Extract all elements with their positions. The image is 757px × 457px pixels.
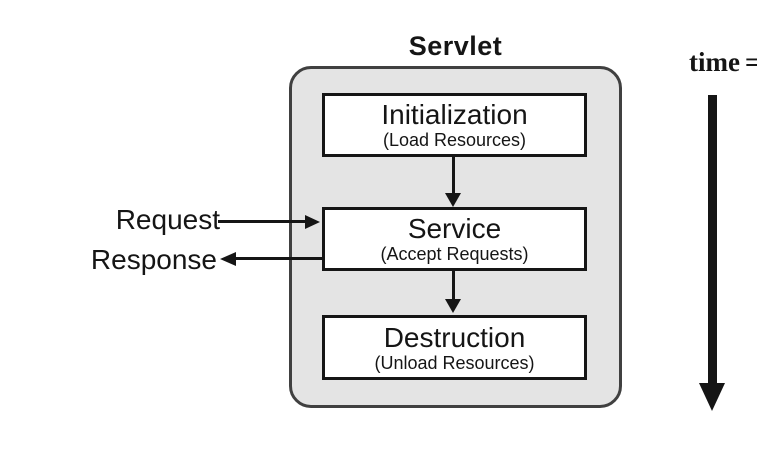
arrowhead-down-icon bbox=[445, 193, 461, 207]
stage-title-destruction: Destruction bbox=[383, 321, 526, 353]
flow-arrow-init-to-service-line bbox=[452, 156, 455, 194]
stage-subtitle-initialization: (Load Resources) bbox=[382, 130, 527, 150]
time-label-text: time bbox=[689, 47, 740, 77]
stage-subtitle-service: (Accept Requests) bbox=[380, 244, 529, 264]
stage-subtitle-destruction: (Unload Resources) bbox=[374, 352, 535, 373]
stage-box-destruction: Destruction (Unload Resources) bbox=[322, 315, 587, 380]
stage-title-initialization: Initialization bbox=[381, 99, 528, 130]
arrowhead-down-icon bbox=[445, 299, 461, 313]
time-label-suffix: = bbox=[744, 47, 757, 77]
response-arrow-line bbox=[236, 257, 322, 260]
response-label: Response bbox=[90, 244, 217, 275]
flow-arrow-service-to-destruction-line bbox=[452, 269, 455, 300]
arrowhead-down-icon bbox=[699, 383, 725, 411]
request-label: Request bbox=[115, 204, 220, 235]
arrowhead-right-icon bbox=[305, 215, 320, 229]
stage-title-service: Service bbox=[407, 213, 502, 244]
diagram-title: Servlet bbox=[408, 31, 503, 61]
stage-box-service: Service (Accept Requests) bbox=[322, 207, 587, 271]
arrowhead-left-icon bbox=[220, 252, 236, 266]
time-label: time= bbox=[689, 47, 757, 77]
stage-box-initialization: Initialization (Load Resources) bbox=[322, 93, 587, 157]
time-arrow-shaft bbox=[708, 95, 717, 385]
request-arrow-line bbox=[218, 220, 306, 223]
